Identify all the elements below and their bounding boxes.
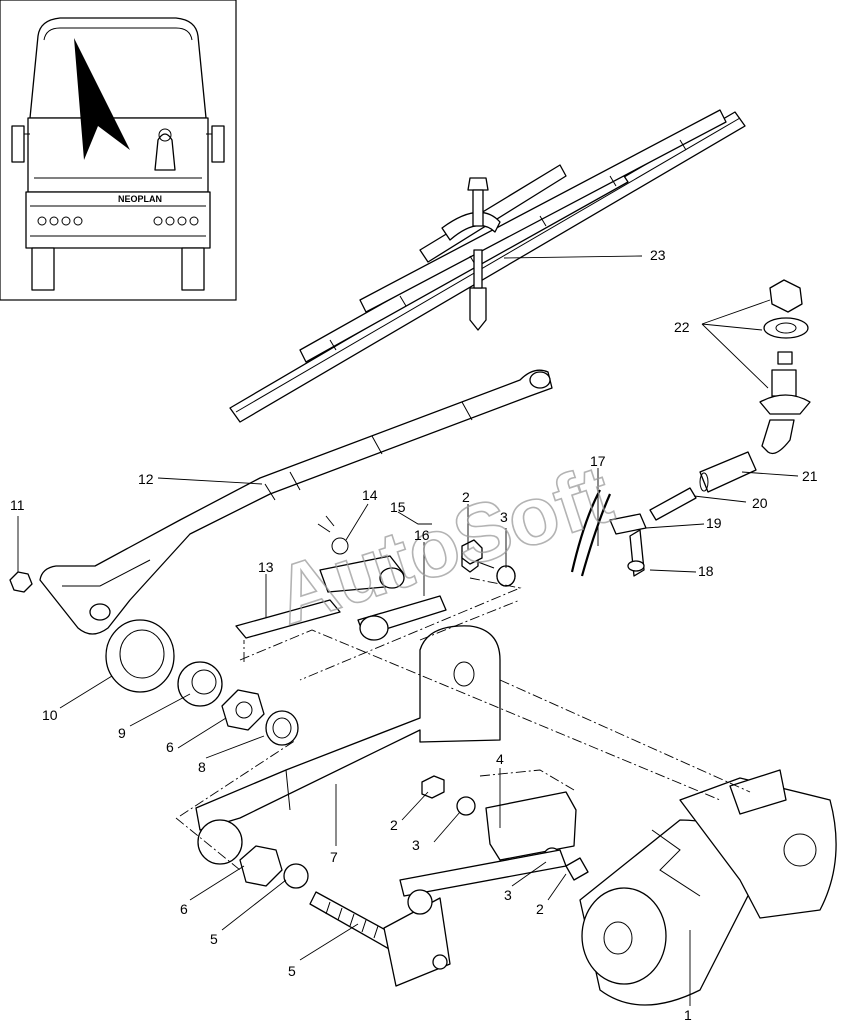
callout-19: 19 <box>706 515 722 531</box>
callout-labels: 1 2 2 2 3 3 3 4 5 5 6 6 7 8 9 10 11 12 1… <box>10 247 818 1023</box>
callout-23: 23 <box>650 247 666 263</box>
callout-7: 7 <box>330 849 338 865</box>
mounting-bracket <box>195 625 501 889</box>
spindle-5 <box>309 849 567 987</box>
callout-22: 22 <box>674 319 690 335</box>
callout-6: 6 <box>166 739 174 755</box>
callout-2: 2 <box>390 817 398 833</box>
callout-17: 17 <box>590 453 606 469</box>
callout-10: 10 <box>42 707 58 723</box>
callout-8: 8 <box>198 759 206 775</box>
washer-hose <box>570 279 811 577</box>
nut-11 <box>9 571 33 593</box>
assembly-lines <box>175 577 751 871</box>
callout-3: 3 <box>504 887 512 903</box>
wiper-motor <box>579 769 837 1006</box>
callout-16: 16 <box>414 527 430 543</box>
callout-14: 14 <box>362 487 378 503</box>
callout-9: 9 <box>118 725 126 741</box>
callout-12: 12 <box>138 471 154 487</box>
callout-21: 21 <box>802 468 818 484</box>
callout-18: 18 <box>698 563 714 579</box>
callout-6: 6 <box>180 901 188 917</box>
callout-3: 3 <box>412 837 420 853</box>
bushing-stack <box>105 619 299 746</box>
callout-5: 5 <box>210 931 218 947</box>
wiper-blade <box>229 109 746 423</box>
bus-front-thumbnail: NEOPLAN <box>0 0 237 301</box>
leader-lines <box>17 255 799 1006</box>
arrow-indicator-icon <box>74 38 130 160</box>
callout-1: 1 <box>684 1007 692 1023</box>
callout-2: 2 <box>536 901 544 917</box>
bus-logo-text: NEOPLAN <box>118 194 162 204</box>
watermark-text: AutoSoft <box>265 449 622 642</box>
callout-4: 4 <box>496 751 504 767</box>
callout-13: 13 <box>258 559 274 575</box>
wiper-arm <box>39 369 553 635</box>
callout-2: 2 <box>462 489 470 505</box>
callout-20: 20 <box>752 495 768 511</box>
callout-5: 5 <box>288 963 296 979</box>
callout-3: 3 <box>500 509 508 525</box>
callout-11: 11 <box>10 497 25 513</box>
callout-15: 15 <box>390 499 406 515</box>
